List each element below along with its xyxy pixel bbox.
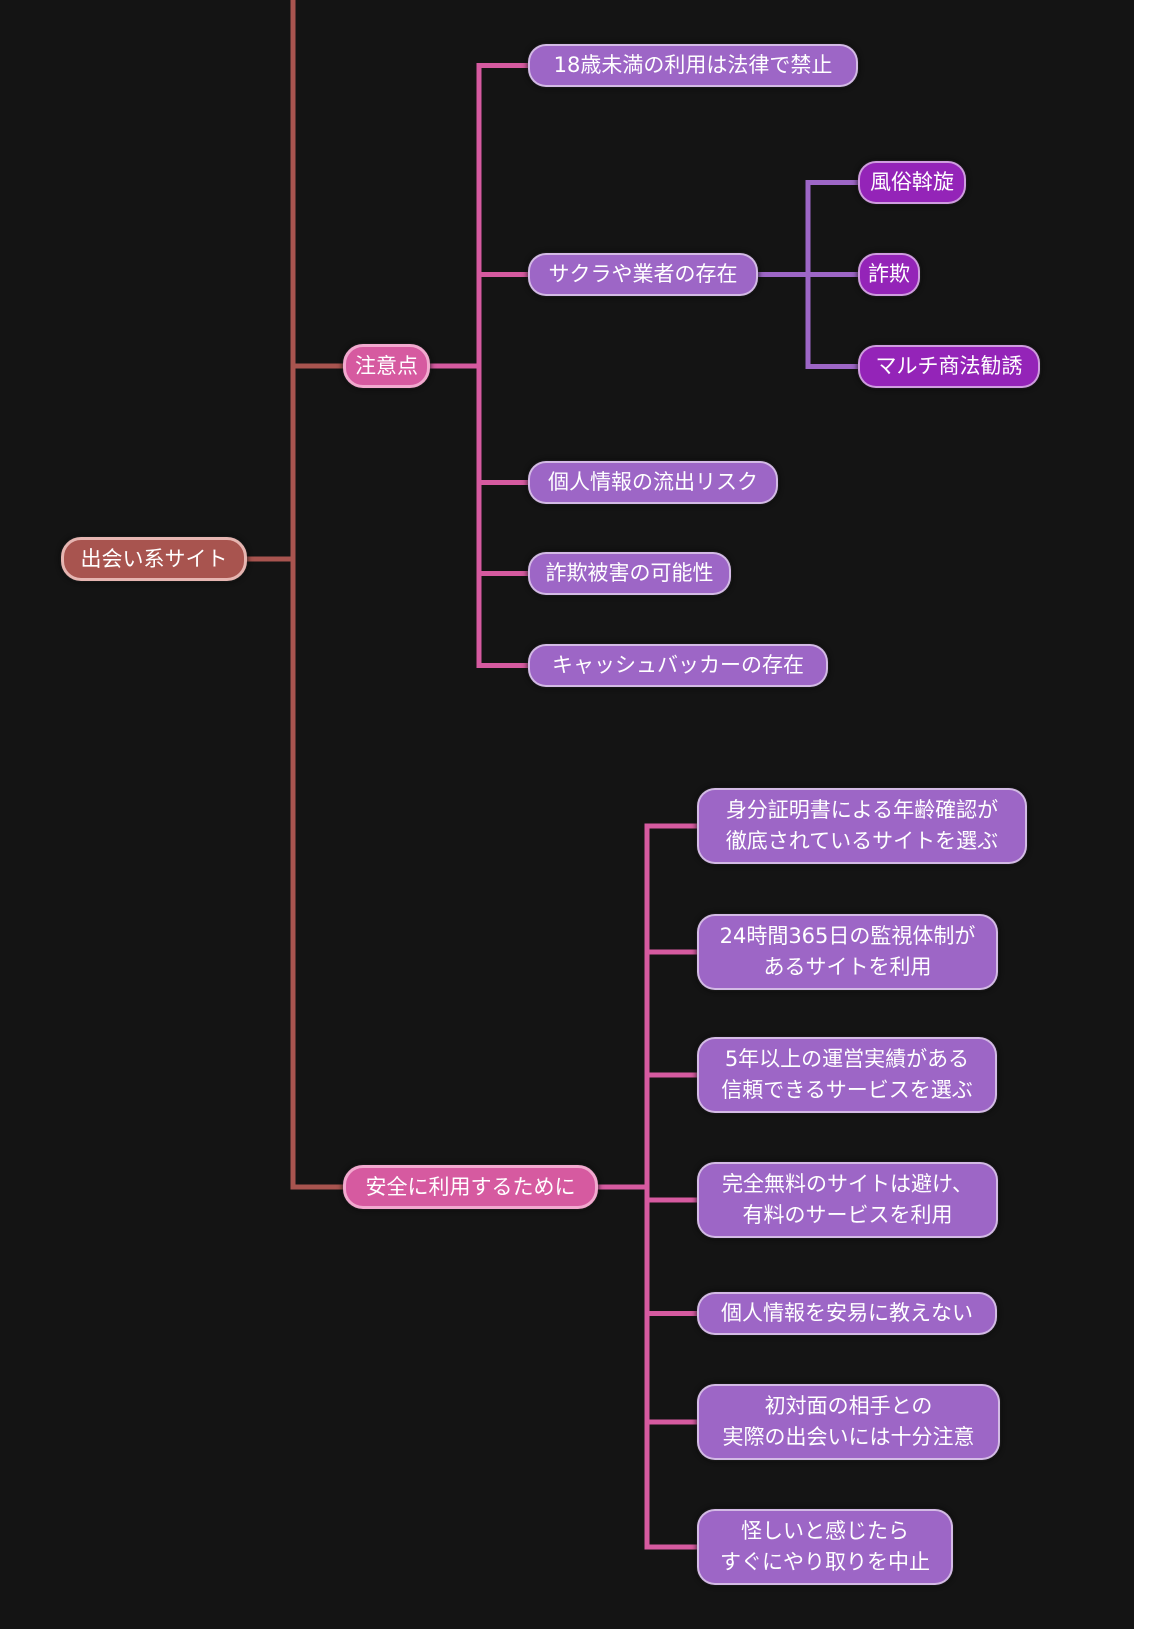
subtopic-node[interactable]: 初対面の相手との 実際の出会いには十分注意 bbox=[697, 1384, 1000, 1460]
detail-node[interactable]: 風俗斡旋 bbox=[858, 161, 966, 204]
topic-cautions[interactable]: 注意点 bbox=[343, 344, 430, 388]
subtopic-node[interactable]: 24時間365日の監視体制が あるサイトを利用 bbox=[697, 914, 998, 990]
root-node-label: 出会い系サイト bbox=[80, 546, 228, 571]
subtopic-label: 完全無料のサイトは避け、 有料のサービスを利用 bbox=[722, 1172, 973, 1227]
subtopic-node[interactable]: サクラや業者の存在 bbox=[528, 253, 758, 296]
detail-node[interactable]: 詐欺 bbox=[858, 253, 920, 296]
subtopic-label: 怪しいと感じたら すぐにやり取りを中止 bbox=[720, 1519, 930, 1574]
connector-layer bbox=[244, 0, 861, 1550]
subtopic-node[interactable]: 詐欺被害の可能性 bbox=[528, 552, 731, 595]
subtopic-label: 身分証明書による年齢確認が 徹底されているサイトを選ぶ bbox=[725, 798, 999, 853]
detail-label: 詐欺 bbox=[868, 262, 910, 286]
subtopic-node[interactable]: 5年以上の運営実績がある 信頼できるサービスを選ぶ bbox=[697, 1037, 997, 1113]
subtopic-label: 初対面の相手との 実際の出会いには十分注意 bbox=[722, 1394, 975, 1449]
subtopic-node[interactable]: 個人情報の流出リスク bbox=[528, 461, 778, 504]
topic-label: 安全に利用するために bbox=[365, 1174, 576, 1199]
subtopic-label: 5年以上の運営実績がある 信頼できるサービスを選ぶ bbox=[721, 1047, 973, 1102]
subtopic-label: 詐欺被害の可能性 bbox=[545, 561, 714, 585]
subtopic-label: 18歳未満の利用は法律で禁止 bbox=[553, 53, 833, 77]
subtopic-node[interactable]: 18歳未満の利用は法律で禁止 bbox=[528, 44, 858, 87]
topic-label: 注意点 bbox=[355, 353, 418, 378]
subtopic-node[interactable]: 身分証明書による年齢確認が 徹底されているサイトを選ぶ bbox=[697, 788, 1027, 864]
subtopic-label: キャッシュバッカーの存在 bbox=[552, 653, 804, 677]
mindmap-canvas: 出会い系サイト 注意点 安全に利用するために 18歳未満の利用は法律で禁止 サク… bbox=[0, 0, 1134, 1629]
detail-label: マルチ商法勧誘 bbox=[875, 354, 1023, 378]
subtopic-label: 個人情報の流出リスク bbox=[548, 470, 758, 494]
subtopic-node[interactable]: 怪しいと感じたら すぐにやり取りを中止 bbox=[697, 1509, 953, 1585]
detail-label: 風俗斡旋 bbox=[870, 170, 954, 194]
subtopic-label: 個人情報を安易に教えない bbox=[721, 1301, 973, 1325]
subtopic-node[interactable]: 個人情報を安易に教えない bbox=[697, 1292, 997, 1335]
subtopic-label: サクラや業者の存在 bbox=[548, 262, 738, 286]
subtopic-node[interactable]: キャッシュバッカーの存在 bbox=[528, 644, 828, 687]
subtopic-node[interactable]: 完全無料のサイトは避け、 有料のサービスを利用 bbox=[697, 1162, 998, 1238]
subtopic-label: 24時間365日の監視体制が あるサイトを利用 bbox=[719, 924, 976, 979]
topic-safe-usage[interactable]: 安全に利用するために bbox=[343, 1165, 598, 1209]
detail-node[interactable]: マルチ商法勧誘 bbox=[858, 345, 1040, 388]
root-node[interactable]: 出会い系サイト bbox=[61, 537, 247, 581]
